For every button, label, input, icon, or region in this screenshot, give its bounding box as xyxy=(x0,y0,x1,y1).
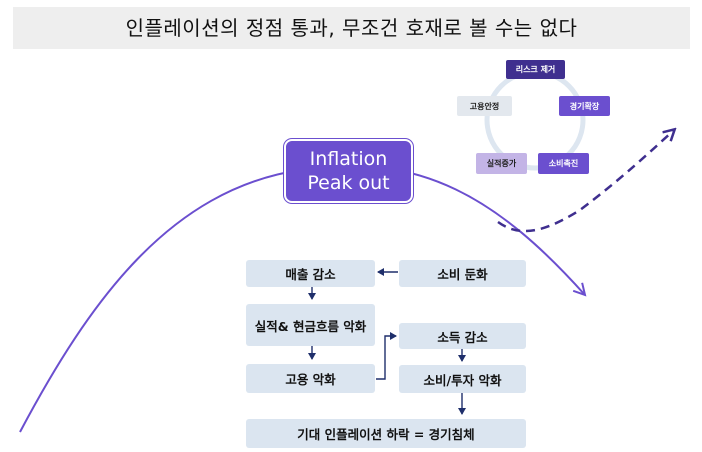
callout-line-1: Inflation xyxy=(309,148,388,170)
node-income-decrease: 소득 감소 xyxy=(399,323,526,349)
node-sales-decrease: 매출 감소 xyxy=(246,260,375,287)
inflation-peak-out-callout: Inflation Peak out xyxy=(284,139,413,203)
cycle-node-earnings-growth: 실적증가 xyxy=(476,153,527,174)
node-consumption-investment-worsening: 소비/투자 악화 xyxy=(399,365,526,393)
title-bar: 인플레이션의 정점 통과, 무조건 호재로 볼 수는 없다 xyxy=(13,7,690,49)
recovery-curve xyxy=(497,130,674,233)
cycle-node-risk-removal: 리스크 제거 xyxy=(506,60,565,79)
node-conclusion-recession: 기대 인플레이션 하락 = 경기침체 xyxy=(246,419,526,448)
cycle-node-employment-stability: 고용안정 xyxy=(457,96,512,116)
node-employment-worsening: 고용 악화 xyxy=(246,364,375,393)
callout-line-2: Peak out xyxy=(307,172,390,194)
arrow-employment-to-income xyxy=(376,332,397,380)
node-consumption-slowdown: 소비 둔화 xyxy=(399,260,526,287)
page-title: 인플레이션의 정점 통과, 무조건 호재로 볼 수는 없다 xyxy=(125,16,578,40)
node-earnings-cashflow-worsening: 실적& 현금흐름 악화 xyxy=(246,304,375,346)
cycle-node-economic-expansion: 경기확장 xyxy=(559,96,610,116)
cycle-node-consumption-boost: 소비촉진 xyxy=(538,153,589,174)
